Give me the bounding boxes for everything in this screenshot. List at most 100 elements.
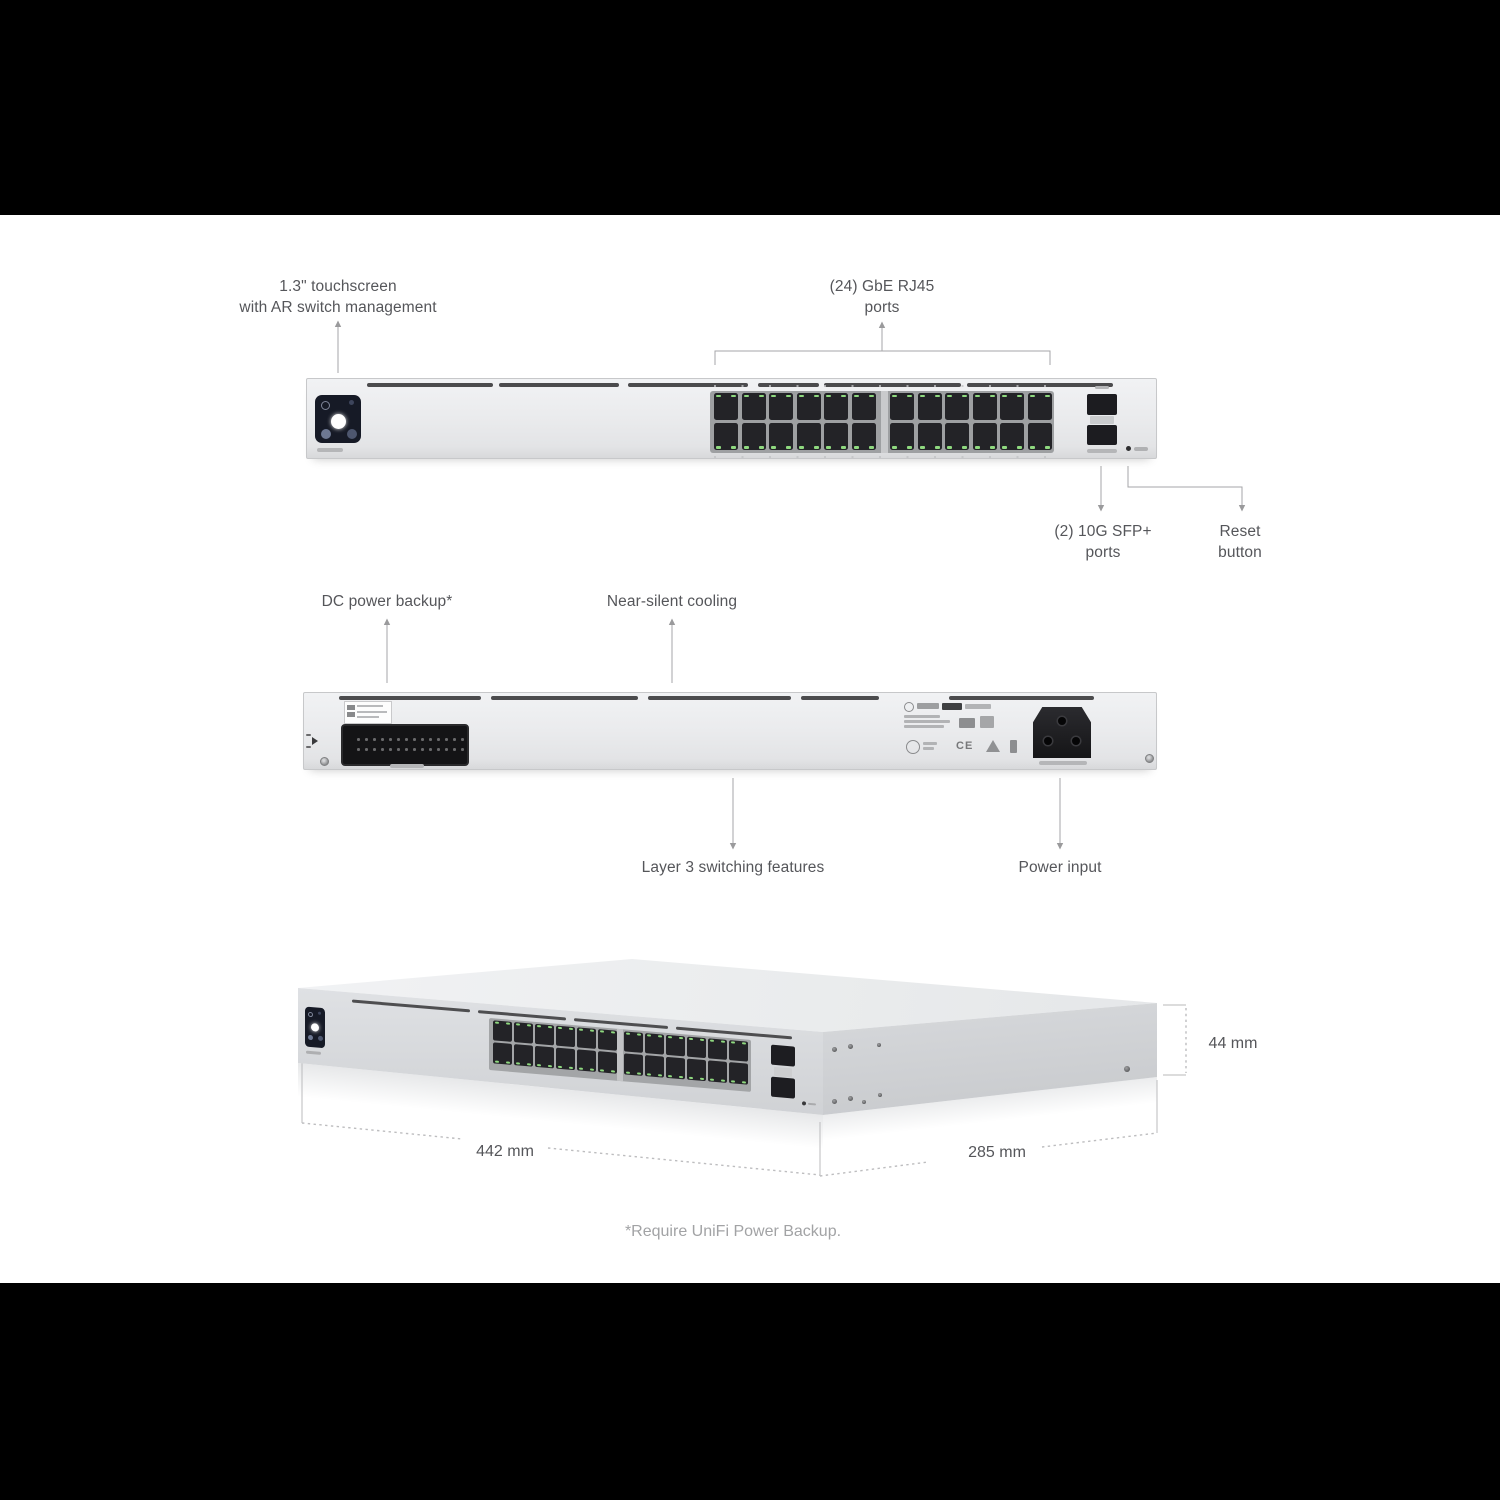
power-input-label: Power input (1018, 859, 1102, 876)
sfp-ports-label: (2) 10G SFP+ ports (1054, 521, 1151, 563)
port-led (689, 1076, 693, 1080)
port-led (731, 1080, 735, 1083)
reset-button (802, 1101, 806, 1106)
port-led (495, 1060, 499, 1063)
cooling-label: Near-silent cooling (606, 593, 738, 610)
touchscreen-dot (347, 429, 357, 439)
rj45-port (514, 1044, 533, 1067)
port-led (647, 1073, 651, 1076)
sfp-port-number (1095, 386, 1109, 389)
port-led (647, 1034, 651, 1037)
port-led (611, 1031, 615, 1034)
dc-pin (437, 748, 440, 751)
sfp-port (1087, 425, 1117, 445)
port-led (626, 1032, 630, 1035)
port-led (947, 446, 952, 449)
rj45-port (945, 393, 969, 420)
label-line (904, 725, 944, 728)
power-pin (1044, 737, 1052, 745)
port-led (731, 1041, 735, 1044)
port-led (743, 446, 749, 449)
dc-pin (365, 738, 368, 741)
sfp-ports-label-line1: (2) 10G SFP+ (1054, 523, 1152, 540)
vent-slot (801, 696, 879, 700)
side-screw-hole (878, 1093, 882, 1097)
reset-button[interactable] (1126, 446, 1131, 451)
rj45-port (796, 393, 821, 420)
rj45-port (890, 393, 914, 420)
port-led (516, 1062, 520, 1065)
reset-button-label-line2: button (1218, 544, 1262, 561)
port-number-row (714, 456, 1054, 458)
port-led (710, 1078, 714, 1081)
port-led (841, 446, 846, 449)
rj45-port-group (714, 393, 876, 450)
power-inlet-c14[interactable] (1033, 707, 1091, 758)
label-line (923, 747, 934, 750)
dc-pin (453, 748, 456, 751)
port-led (506, 1061, 510, 1064)
rj45-port (687, 1058, 706, 1082)
touchscreen-main-dot (330, 413, 346, 429)
port-led (974, 446, 980, 449)
port-led (1044, 446, 1050, 449)
layer3-label: Layer 3 switching features (641, 859, 825, 876)
port-led (962, 394, 967, 397)
sfp-port (771, 1044, 795, 1067)
side-screw-hole (832, 1099, 837, 1104)
touchscreen-label-line2: with AR switch management (239, 299, 437, 316)
port-led (731, 446, 736, 449)
dc-arrow-icon (312, 737, 318, 745)
port-led (868, 446, 874, 449)
rj45-port (687, 1036, 706, 1059)
port-led (786, 446, 791, 449)
port-led (495, 1021, 499, 1024)
dc-pin (373, 738, 376, 741)
port-led (798, 394, 804, 397)
fcc-mark (980, 716, 994, 728)
rj45-port (729, 1062, 748, 1085)
port-led (742, 1081, 746, 1084)
side-screw-hole (832, 1047, 837, 1052)
port-led (919, 446, 925, 449)
port-led (868, 394, 874, 397)
dc-arrow-dash (306, 746, 311, 748)
port-led (548, 1025, 552, 1029)
touchscreen-dot (307, 1034, 313, 1041)
dc-pin (429, 748, 432, 751)
sticker-barcode (347, 712, 355, 717)
rj45-port (708, 1060, 727, 1083)
port-led (786, 394, 791, 397)
port-led (813, 446, 819, 449)
sfp-cage (1087, 386, 1117, 453)
port-led (1044, 394, 1050, 397)
port-led (716, 446, 721, 449)
rj45-port (796, 423, 821, 450)
rj45-port (851, 393, 876, 420)
dc-pin (461, 748, 464, 751)
port-led (569, 1027, 573, 1031)
power-rating-print (1039, 761, 1087, 765)
side-screw-hole (877, 1043, 881, 1047)
dc-power-backup-connector[interactable] (341, 724, 469, 766)
port-led (826, 446, 831, 449)
dc-pin (437, 738, 440, 741)
touchscreen-dot (321, 429, 331, 439)
rj45-port (729, 1040, 748, 1062)
port-led (907, 394, 912, 397)
touchscreen-label: 1.3" touchscreen with AR switch manageme… (239, 276, 436, 318)
port-led (919, 394, 925, 397)
sfp-latch (774, 1066, 792, 1077)
port-led (527, 1024, 531, 1027)
reset-button-label-line1: Reset (1219, 523, 1261, 540)
rj45-port (624, 1031, 643, 1053)
rj45-port (535, 1045, 554, 1069)
side-screw-hole (848, 1044, 853, 1049)
port-led (962, 446, 967, 449)
rj45-port (493, 1042, 512, 1065)
sfp-latch (1090, 416, 1114, 424)
vent-slot (367, 383, 493, 387)
port-led (626, 1071, 630, 1074)
port-led (721, 1040, 725, 1043)
port-led (1017, 394, 1022, 397)
